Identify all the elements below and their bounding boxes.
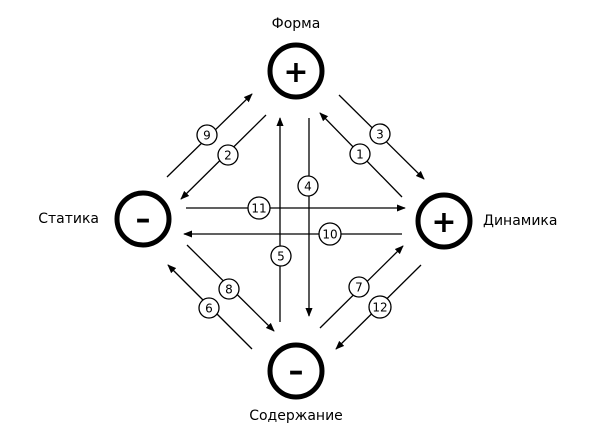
arrow-2-label: 2 (224, 149, 232, 163)
arrow-5-label: 5 (277, 250, 285, 264)
node-statika-sign: – (136, 202, 151, 237)
arrow-3-badge: 3 (369, 123, 391, 145)
node-forma-sign: + (283, 55, 308, 90)
arrow-10-label: 10 (322, 228, 337, 242)
node-soderzhanie-sign: – (289, 354, 304, 389)
arrow-8-label: 8 (225, 283, 233, 297)
node-soderzhanie-circle (267, 342, 325, 400)
node-statika-circle (114, 190, 172, 248)
arrow-7-badge: 7 (348, 276, 370, 298)
arrow-5-badge: 5 (270, 245, 292, 267)
arrow-7-label: 7 (355, 281, 363, 295)
node-forma-circle (267, 42, 325, 100)
node-soderzhanie-label: Содержание (249, 408, 343, 424)
arrow-11-label: 11 (251, 202, 266, 216)
arrow-4-label: 4 (304, 180, 312, 194)
arrow-9-label: 9 (203, 129, 211, 143)
node-dinamika-circle (415, 192, 473, 250)
node-statika-label: Статика (38, 211, 99, 227)
node-statika: Статика – (38, 190, 172, 248)
arrow-12-badge: 12 (368, 295, 392, 319)
arrow-3-label: 3 (376, 128, 384, 142)
arrow-9-badge: 9 (196, 124, 218, 146)
arrow-badges: 9 2 3 1 4 5 11 10 (196, 123, 392, 319)
arrow-2-badge: 2 (217, 144, 239, 166)
arrow-12-label: 12 (372, 301, 387, 315)
arrow-8-badge: 8 (218, 278, 240, 300)
node-forma: Форма + (267, 16, 325, 100)
arrow-10-badge: 10 (318, 222, 342, 246)
node-dinamika-label: Динамика (483, 213, 557, 229)
arrow-6-label: 6 (205, 302, 213, 316)
arrow-1-badge: 1 (349, 143, 371, 165)
node-dinamika: + Динамика (415, 192, 557, 250)
node-soderzhanie: – Содержание (249, 342, 343, 424)
arrow-1-label: 1 (356, 148, 364, 162)
arrow-11-badge: 11 (247, 196, 271, 220)
arrow-4-badge: 4 (297, 175, 319, 197)
node-dinamika-sign: + (431, 205, 456, 240)
arrow-6-badge: 6 (198, 297, 220, 319)
node-forma-label: Форма (272, 16, 321, 32)
